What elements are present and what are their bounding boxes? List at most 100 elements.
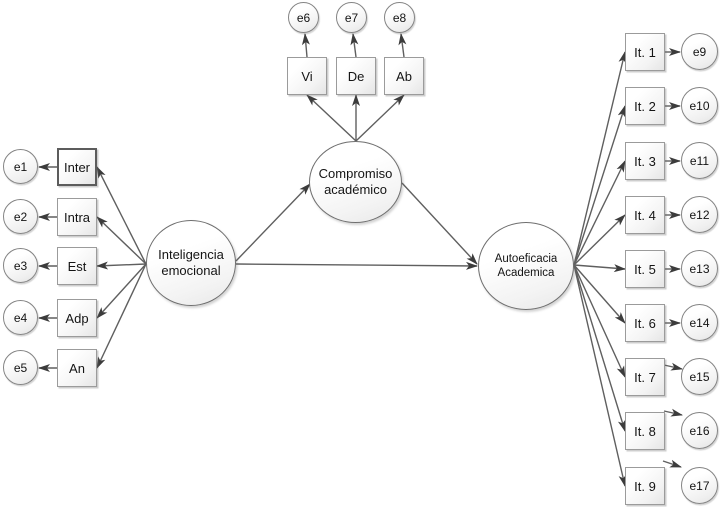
edge-ie-to-inter <box>96 166 147 265</box>
indicator-inter[interactable]: Inter <box>57 148 97 186</box>
indicator-label: Adp <box>65 310 89 326</box>
indicator-it-4[interactable]: It. 4 <box>625 196 665 234</box>
indicator-label: It. 6 <box>634 315 656 331</box>
edge-aa-to-it5 <box>573 264 626 273</box>
indicator-ab[interactable]: Ab <box>384 57 424 95</box>
edge-aa-to-it9 <box>573 264 627 487</box>
edge-ie-to-intra <box>96 216 147 265</box>
edge-it9-to-e17 <box>662 459 682 468</box>
indicator-label: It. 4 <box>634 207 656 223</box>
error-e2[interactable]: e2 <box>3 199 38 234</box>
error-label: e16 <box>689 423 710 438</box>
indicator-intra[interactable]: Intra <box>57 198 97 236</box>
error-e16[interactable]: e16 <box>681 412 718 449</box>
indicator-label: It. 9 <box>634 478 656 494</box>
error-label: e5 <box>13 360 28 375</box>
edge-aa-to-it8 <box>573 264 626 432</box>
indicator-it-6[interactable]: It. 6 <box>625 304 665 342</box>
indicator-label: It. 7 <box>634 369 656 385</box>
error-label: e17 <box>689 478 710 493</box>
latent-label: Compromiso <box>318 165 393 181</box>
latent-label: Autoeficacia <box>494 252 558 265</box>
indicator-label: An <box>69 360 85 376</box>
indicator-it-8[interactable]: It. 8 <box>625 412 665 450</box>
error-e14[interactable]: e14 <box>681 304 718 341</box>
latent-label: emocional <box>161 263 221 278</box>
error-e13[interactable]: e13 <box>681 250 718 287</box>
error-e15[interactable]: e15 <box>681 358 718 395</box>
indicator-est[interactable]: Est <box>57 247 97 285</box>
edge-ca-to-aa <box>401 182 478 265</box>
indicator-it-5[interactable]: It. 5 <box>625 250 665 288</box>
error-e8[interactable]: e8 <box>384 2 415 33</box>
error-e11[interactable]: e11 <box>681 142 718 179</box>
error-label: e9 <box>692 44 707 59</box>
edge-aa-to-it2 <box>573 105 626 266</box>
edge-de-to-e7 <box>350 33 359 58</box>
error-e10[interactable]: e10 <box>681 87 718 124</box>
error-e6[interactable]: e6 <box>288 2 319 33</box>
indicator-an[interactable]: An <box>57 349 97 387</box>
error-label: e6 <box>296 10 311 25</box>
indicator-it-3[interactable]: It. 3 <box>625 142 665 180</box>
error-e4[interactable]: e4 <box>3 300 38 335</box>
indicator-label: De <box>347 68 365 84</box>
error-label: e12 <box>689 207 710 222</box>
indicator-label: Est <box>67 258 87 274</box>
edge-it8-to-e16 <box>663 408 683 417</box>
edge-ie-to-an <box>96 263 147 369</box>
error-label: e3 <box>13 258 28 273</box>
error-label: e13 <box>689 261 710 276</box>
edge-ie-to-est <box>96 261 147 270</box>
edge-aa-to-it4 <box>573 214 626 266</box>
edge-it7-to-e15 <box>663 362 683 371</box>
edge-ca-to-ab <box>355 94 405 142</box>
error-label: e4 <box>13 310 28 325</box>
error-e17[interactable]: e17 <box>681 467 718 504</box>
edge-aa-to-it7 <box>573 264 626 378</box>
latent-inteligencia-emocional[interactable]: Inteligencia emocional <box>146 220 236 306</box>
error-label: e11 <box>689 153 710 168</box>
error-e3[interactable]: e3 <box>3 248 38 283</box>
error-label: e8 <box>392 10 407 25</box>
edge-ca-to-vi <box>306 94 357 142</box>
indicator-label: Ab <box>396 68 412 84</box>
indicator-vi[interactable]: Vi <box>287 57 327 95</box>
latent-label: Academica <box>497 267 555 279</box>
edge-ie-to-ca <box>235 183 311 262</box>
indicator-label: Vi <box>301 68 313 84</box>
latent-label: académico <box>324 182 387 197</box>
indicator-adp[interactable]: Adp <box>57 299 97 337</box>
latent-label: Inteligencia <box>158 246 224 262</box>
error-e9[interactable]: e9 <box>681 33 718 70</box>
edge-aa-to-it3 <box>573 160 626 266</box>
edge-aa-to-it1 <box>573 51 627 266</box>
indicator-label: It. 3 <box>634 153 656 169</box>
indicator-it-9[interactable]: It. 9 <box>625 467 665 505</box>
indicator-label: It. 2 <box>634 98 656 114</box>
error-label: e10 <box>689 98 710 113</box>
error-label: e15 <box>689 369 710 384</box>
error-e5[interactable]: e5 <box>3 350 38 385</box>
edge-vi-to-e6 <box>301 33 310 58</box>
error-label: e2 <box>13 209 28 224</box>
indicator-it-1[interactable]: It. 1 <box>625 33 665 71</box>
indicator-label: Intra <box>63 209 90 225</box>
error-e1[interactable]: e1 <box>3 149 38 184</box>
error-e7[interactable]: e7 <box>336 2 367 33</box>
error-label: e7 <box>344 10 359 25</box>
indicator-it-7[interactable]: It. 7 <box>625 358 665 396</box>
indicator-it-2[interactable]: It. 2 <box>625 87 665 125</box>
indicator-label: It. 5 <box>634 261 656 277</box>
edge-ab-to-e8 <box>398 33 407 58</box>
latent-compromiso-academico[interactable]: Compromiso académico <box>309 141 402 223</box>
error-e12[interactable]: e12 <box>681 196 718 233</box>
indicator-de[interactable]: De <box>336 57 376 95</box>
error-label: e1 <box>13 159 28 174</box>
latent-autoeficacia-academica[interactable]: Autoeficacia Academica <box>478 222 574 310</box>
edge-ie-to-adp <box>96 263 147 319</box>
error-label: e14 <box>689 315 710 330</box>
indicator-label: Inter <box>63 159 90 175</box>
